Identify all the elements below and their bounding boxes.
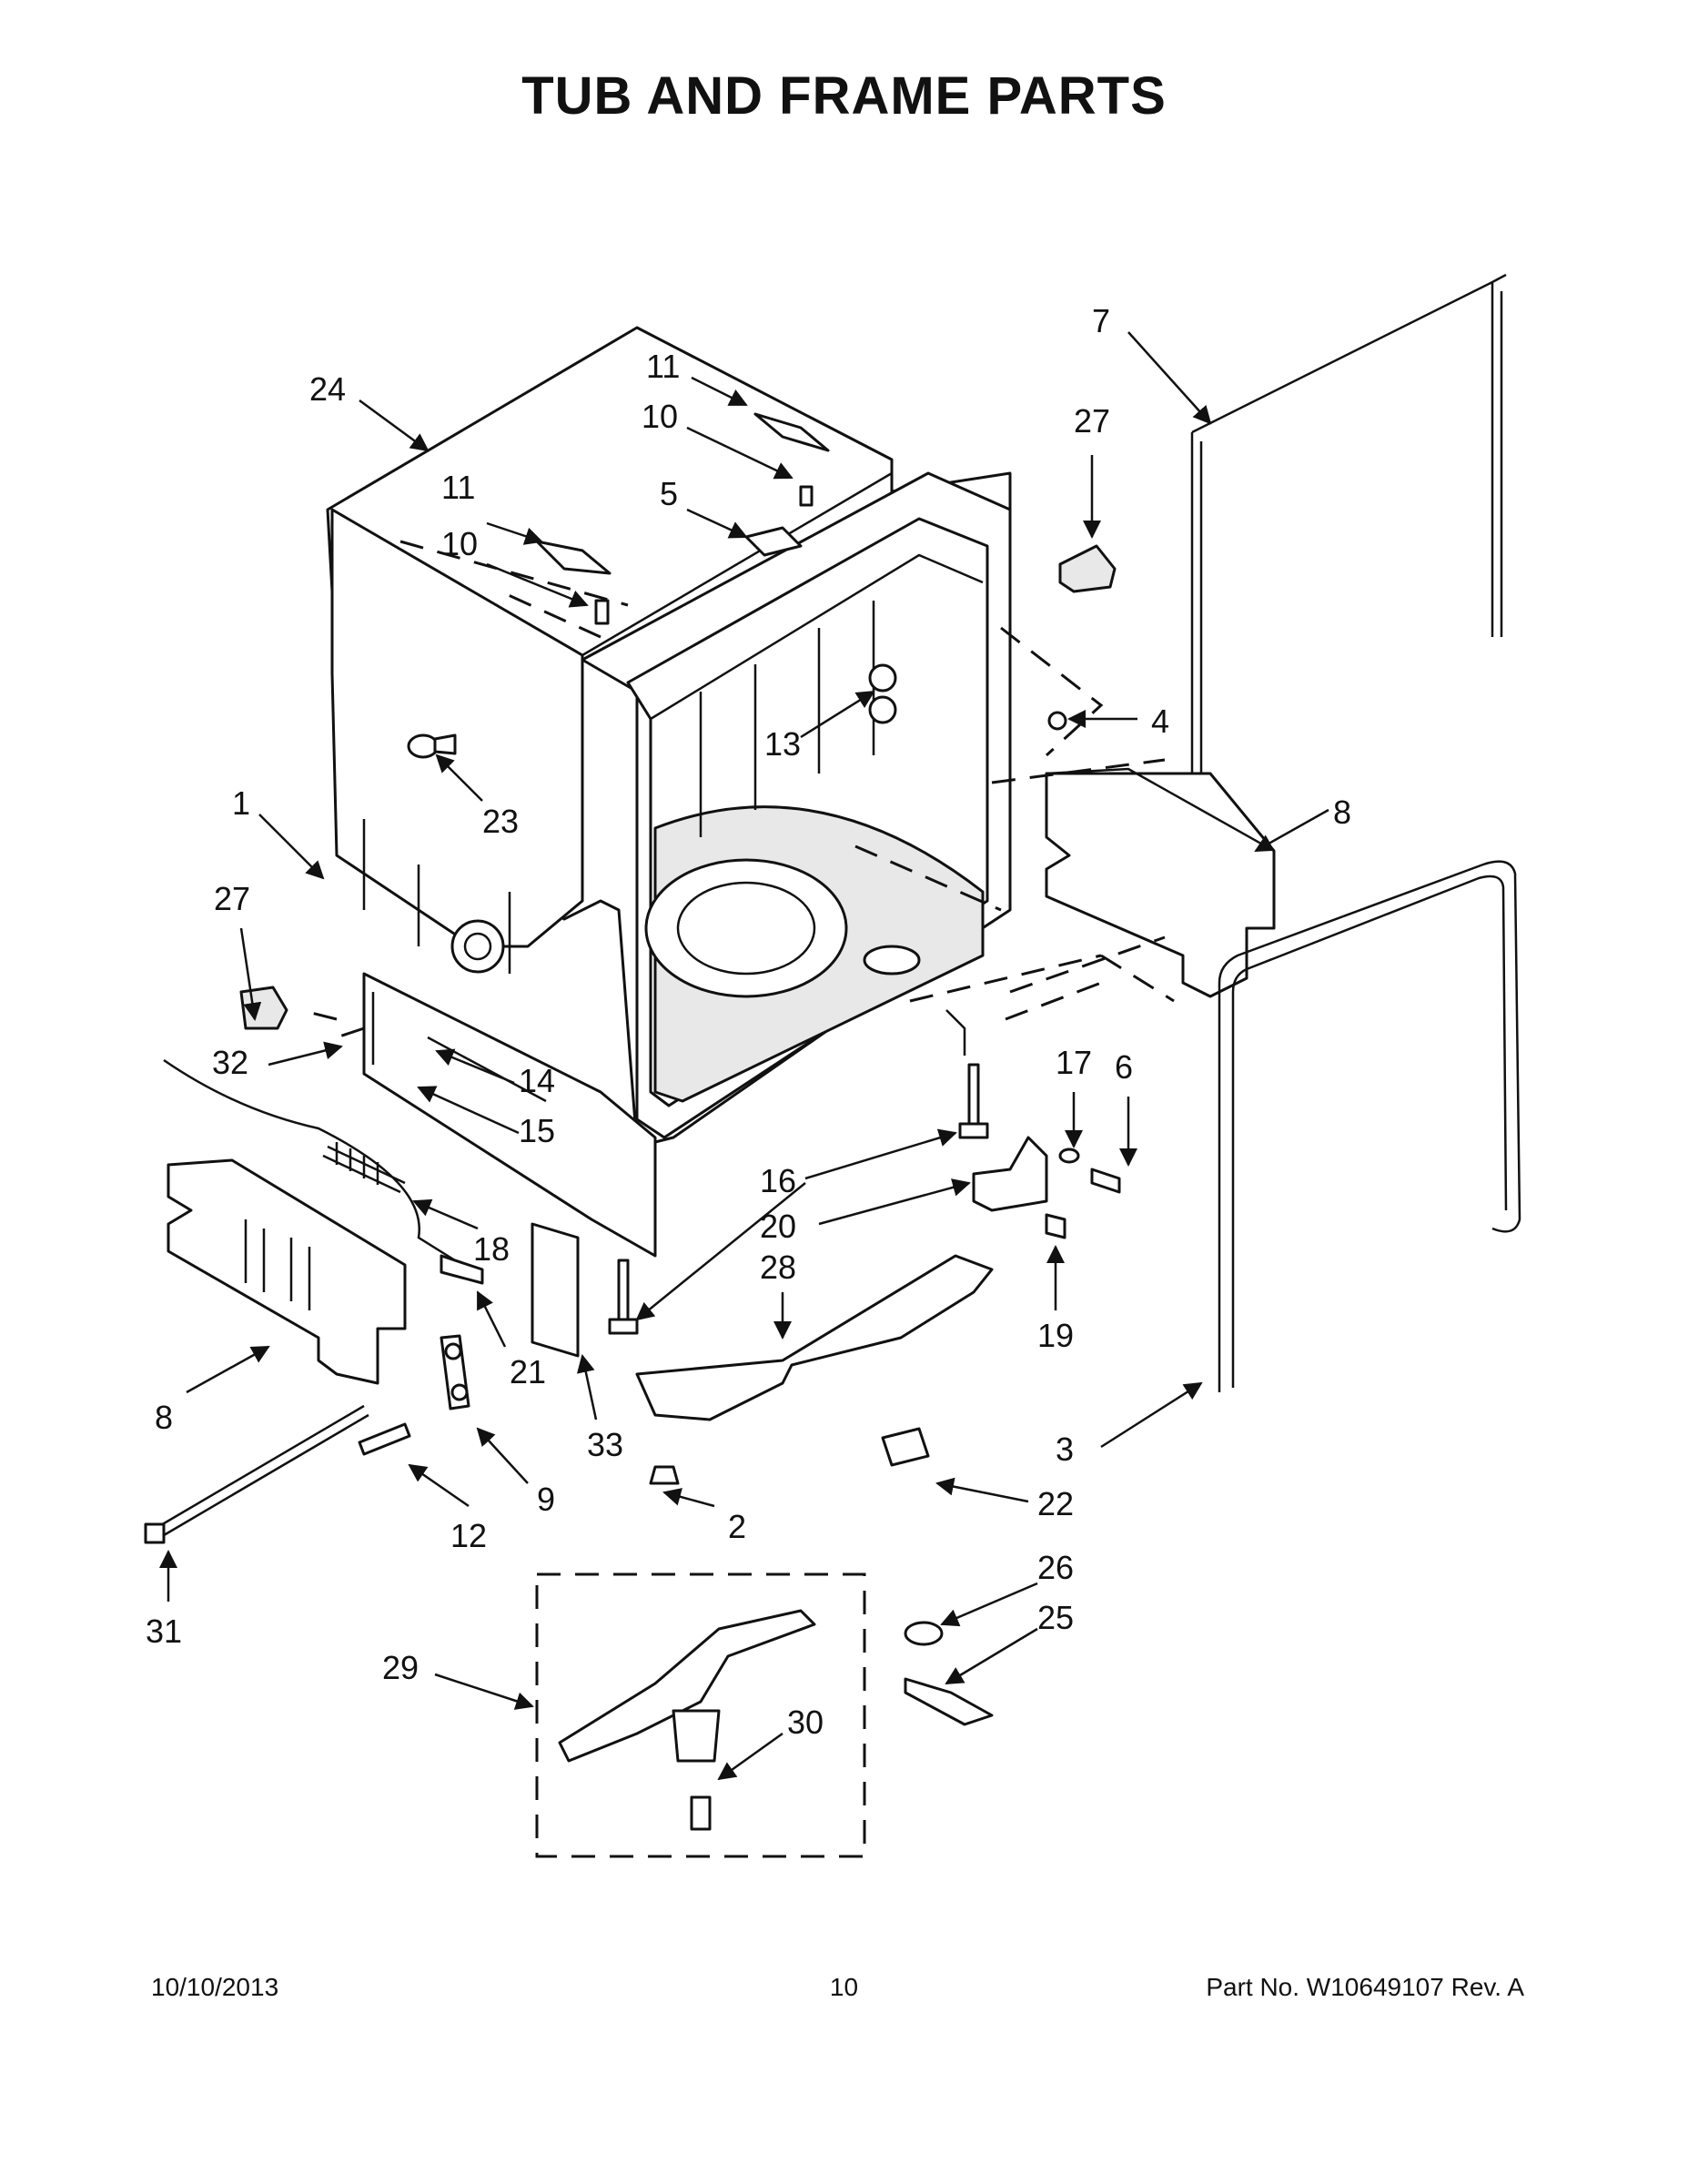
part-18-spring [322,1142,406,1194]
part-29-manifold-tube [672,1709,721,1763]
dishwasher-tub [326,326,1012,1258]
callout-10-lower: 10 [441,525,478,562]
callout-11-upper: 11 [646,348,680,385]
callout-25: 25 [1037,1599,1074,1636]
part-29-30-group-box [535,1572,866,1858]
part-5-clip [744,526,803,557]
part-4-plug [1047,711,1067,731]
callout-10-upper: 10 [642,398,678,435]
footer-page-number: 10 [829,1973,859,2001]
leader-lines [159,331,1329,1781]
part-11-hinge-bracket-upper [753,412,830,507]
callout-22: 22 [1037,1485,1074,1522]
part-19-screw [1045,1213,1066,1239]
callout-27-left: 27 [214,880,250,917]
callout-26: 26 [1037,1549,1074,1586]
part-6-screw [1090,1168,1121,1194]
dashed-guide-lines [299,540,1175,1039]
callout-30: 30 [787,1704,824,1741]
callout-24: 24 [309,370,346,408]
part-26-thermostat [904,1621,944,1646]
callout-31: 31 [146,1613,182,1650]
page-title: TUB AND FRAME PARTS [521,66,1167,126]
callout-12: 12 [450,1517,487,1554]
callout-3: 3 [1056,1431,1074,1468]
callout-9: 9 [537,1481,555,1518]
footer-date: 10/10/2013 [151,1973,279,2001]
callout-15: 15 [519,1112,555,1149]
callout-labels: 24 11 10 11 10 5 7 27 4 13 8 23 1 27 32 … [146,302,1351,1741]
part-27-bumper-left [239,986,288,1030]
callout-5: 5 [660,475,678,512]
part-30-valve [690,1795,712,1831]
part-17-washer [1058,1148,1080,1164]
part-22-switch [881,1427,930,1467]
footer-part-number: Part No. W10649107 Rev. A [1206,1973,1524,2001]
part-31-cable-tie [154,1404,369,1540]
callout-27-right: 27 [1074,402,1110,440]
part-16-leveling-legs [608,1063,989,1335]
callout-20: 20 [760,1208,796,1245]
callout-8-right: 8 [1333,794,1351,831]
part-28-base-plate [635,1254,994,1421]
callout-6: 6 [1115,1048,1133,1086]
part-20-bracket [972,1136,1048,1212]
callout-13: 13 [764,725,801,763]
part-27-bumper-right [1058,544,1117,593]
callout-7: 7 [1092,302,1110,339]
callout-8-left: 8 [155,1399,173,1436]
part-25-bracket [904,1677,994,1726]
part-33-card [531,1222,580,1358]
part-12-screw [358,1422,411,1456]
callout-1: 1 [232,784,250,822]
callout-17: 17 [1056,1044,1092,1081]
callout-11-lower: 11 [441,469,475,506]
part-11-hinge-bracket-lower [535,540,612,625]
part-9-grommets [440,1334,470,1410]
callout-14: 14 [519,1062,555,1099]
part-29-spray-arm-manifold [558,1609,816,1763]
callout-32: 32 [212,1044,248,1081]
part-7-door-gasket [1190,273,1507,801]
callout-23: 23 [482,803,519,840]
part-8-panel-right [1045,767,1276,998]
part-3-lower-gasket [1218,860,1521,1392]
callout-33: 33 [587,1426,623,1463]
callout-4: 4 [1151,703,1169,740]
callout-2: 2 [728,1508,746,1545]
part-8-panel-left [167,1158,407,1385]
part-13-grommets [868,663,897,724]
part-2-foot [649,1465,680,1485]
callout-28: 28 [760,1249,796,1286]
callout-16: 16 [760,1162,796,1199]
callout-19: 19 [1037,1317,1074,1354]
part-21-sensor [440,1254,484,1285]
callout-29: 29 [382,1649,419,1686]
part-23-plug [407,733,457,759]
callout-18: 18 [473,1230,510,1268]
part-31-tie-head [144,1522,166,1544]
callout-21: 21 [510,1353,546,1390]
